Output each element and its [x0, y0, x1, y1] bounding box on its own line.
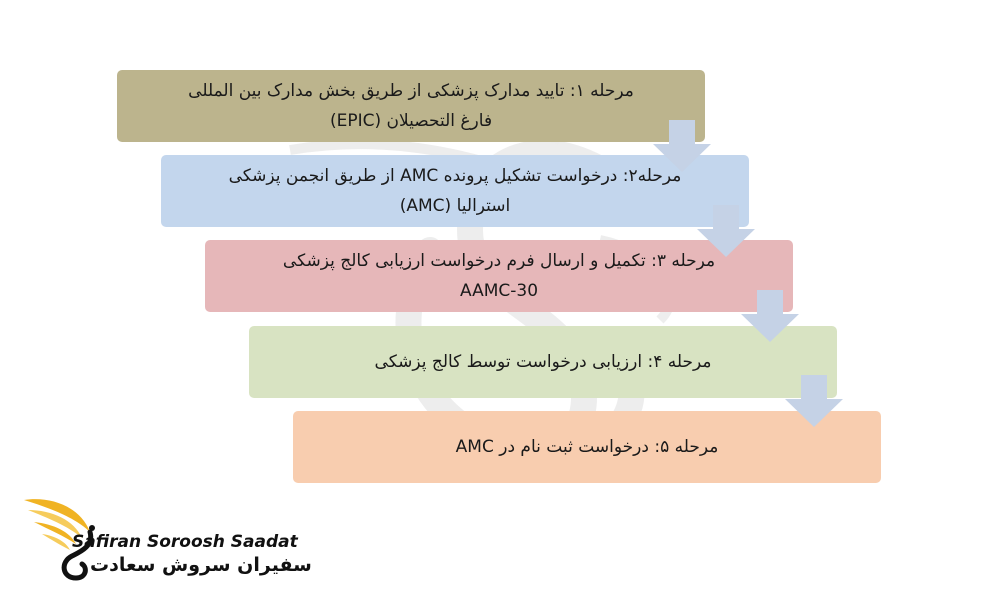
step-1-line-2: فارغ التحصیلان (EPIC) — [329, 111, 493, 131]
down-arrow-icon-4 — [785, 375, 843, 427]
step-1-line-1: مرحله ۱: تایید مدارک پزشکی از طریق بخش م… — [188, 81, 634, 101]
step-1-box: مرحله ۱: تایید مدارک پزشکی از طریق بخش م… — [117, 70, 705, 142]
step-5-line-1: مرحله ۵: درخواست ثبت نام در AMC — [455, 437, 719, 457]
company-logo — [24, 499, 95, 581]
brand-name-english: Safiran Soroosh Saadat — [72, 532, 298, 552]
step-3-line-1: مرحله ۳: تکمیل و ارسال فرم درخواست ارزیا… — [282, 251, 716, 271]
phoenix-wing-icon — [24, 499, 95, 581]
step-2-line-2: استرالیا (AMC) — [399, 196, 511, 216]
step-2-line-1: مرحله۲: درخواست تشکیل پرونده AMC از طریق… — [228, 166, 682, 186]
down-arrow-icon-1 — [653, 120, 711, 172]
step-4-line-1: مرحله ۴: ارزیابی درخواست توسط کالج پزشکی — [374, 352, 712, 372]
down-arrow-icon-3 — [741, 290, 799, 342]
step-3-line-2: AAMC-30 — [459, 281, 539, 301]
down-arrow-icon-2 — [697, 205, 755, 257]
brand-name-persian: سفیران سروش سعادت — [90, 554, 312, 576]
